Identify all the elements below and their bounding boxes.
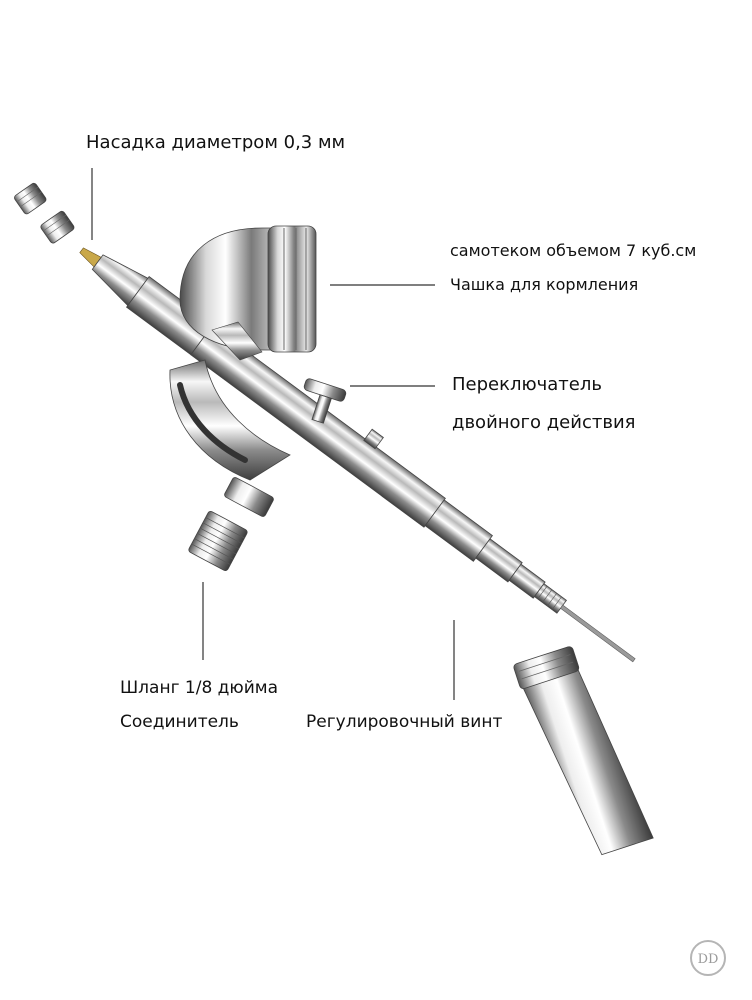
nozzle-cap-parts — [14, 182, 75, 244]
label-adjusting-screw: Регулировочный винт — [306, 712, 503, 732]
rear-handle-cap — [513, 646, 654, 856]
label-switch-action: двойного действия — [452, 412, 636, 433]
leader-lines — [91, 168, 455, 700]
airbrush-handle — [169, 359, 291, 481]
hose-connector — [188, 477, 274, 571]
label-nozzle: Насадка диаметром 0,3 мм — [86, 132, 346, 153]
label-switch: Переключатель — [452, 374, 602, 395]
watermark-logo: DD — [690, 940, 726, 976]
trigger-button — [303, 378, 347, 424]
label-hose-size: Шланг 1/8 дюйма — [120, 678, 279, 698]
paint-cup — [179, 225, 317, 361]
airbrush-body — [79, 247, 636, 663]
label-cup-volume: самотеком объемом 7 куб.см — [450, 241, 697, 260]
label-connector: Соединитель — [120, 712, 239, 732]
svg-text:DD: DD — [698, 952, 719, 967]
label-cup: Чашка для кормления — [450, 275, 639, 294]
